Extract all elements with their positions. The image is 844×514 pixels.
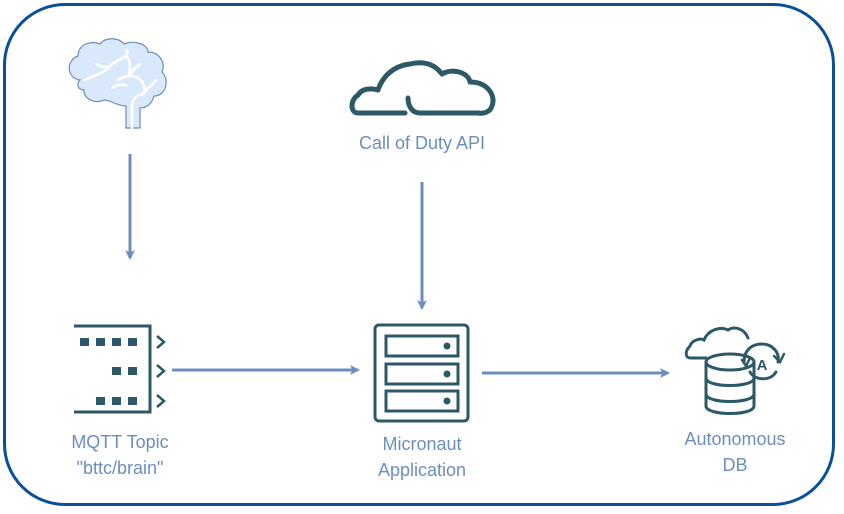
adb-label-line-1: Autonomous	[684, 429, 786, 449]
adb-label-line-2: DB	[722, 455, 748, 475]
diagram-frame	[3, 3, 835, 506]
stream-topic-icon	[74, 324, 166, 414]
autonomous-db-icon: A	[684, 326, 786, 415]
cod-api-label: Call of Duty API	[322, 130, 522, 156]
mqtt-label: MQTT Topic "bttc/brain"	[40, 429, 200, 481]
brain-icon	[68, 38, 167, 130]
micronaut-label-line-1: Micronaut	[382, 434, 462, 454]
mqtt-label-line-1: MQTT Topic	[71, 432, 169, 452]
micronaut-label-line-2: Application	[377, 460, 467, 480]
cod-api-label-text: Call of Duty API	[358, 133, 486, 153]
adb-label: Autonomous DB	[655, 426, 815, 478]
mqtt-label-line-2: "bttc/brain"	[76, 458, 164, 478]
micronaut-label: Micronaut Application	[342, 431, 502, 483]
cloud-icon	[349, 60, 496, 116]
server-icon	[373, 323, 470, 423]
svg-text:A: A	[757, 357, 768, 374]
